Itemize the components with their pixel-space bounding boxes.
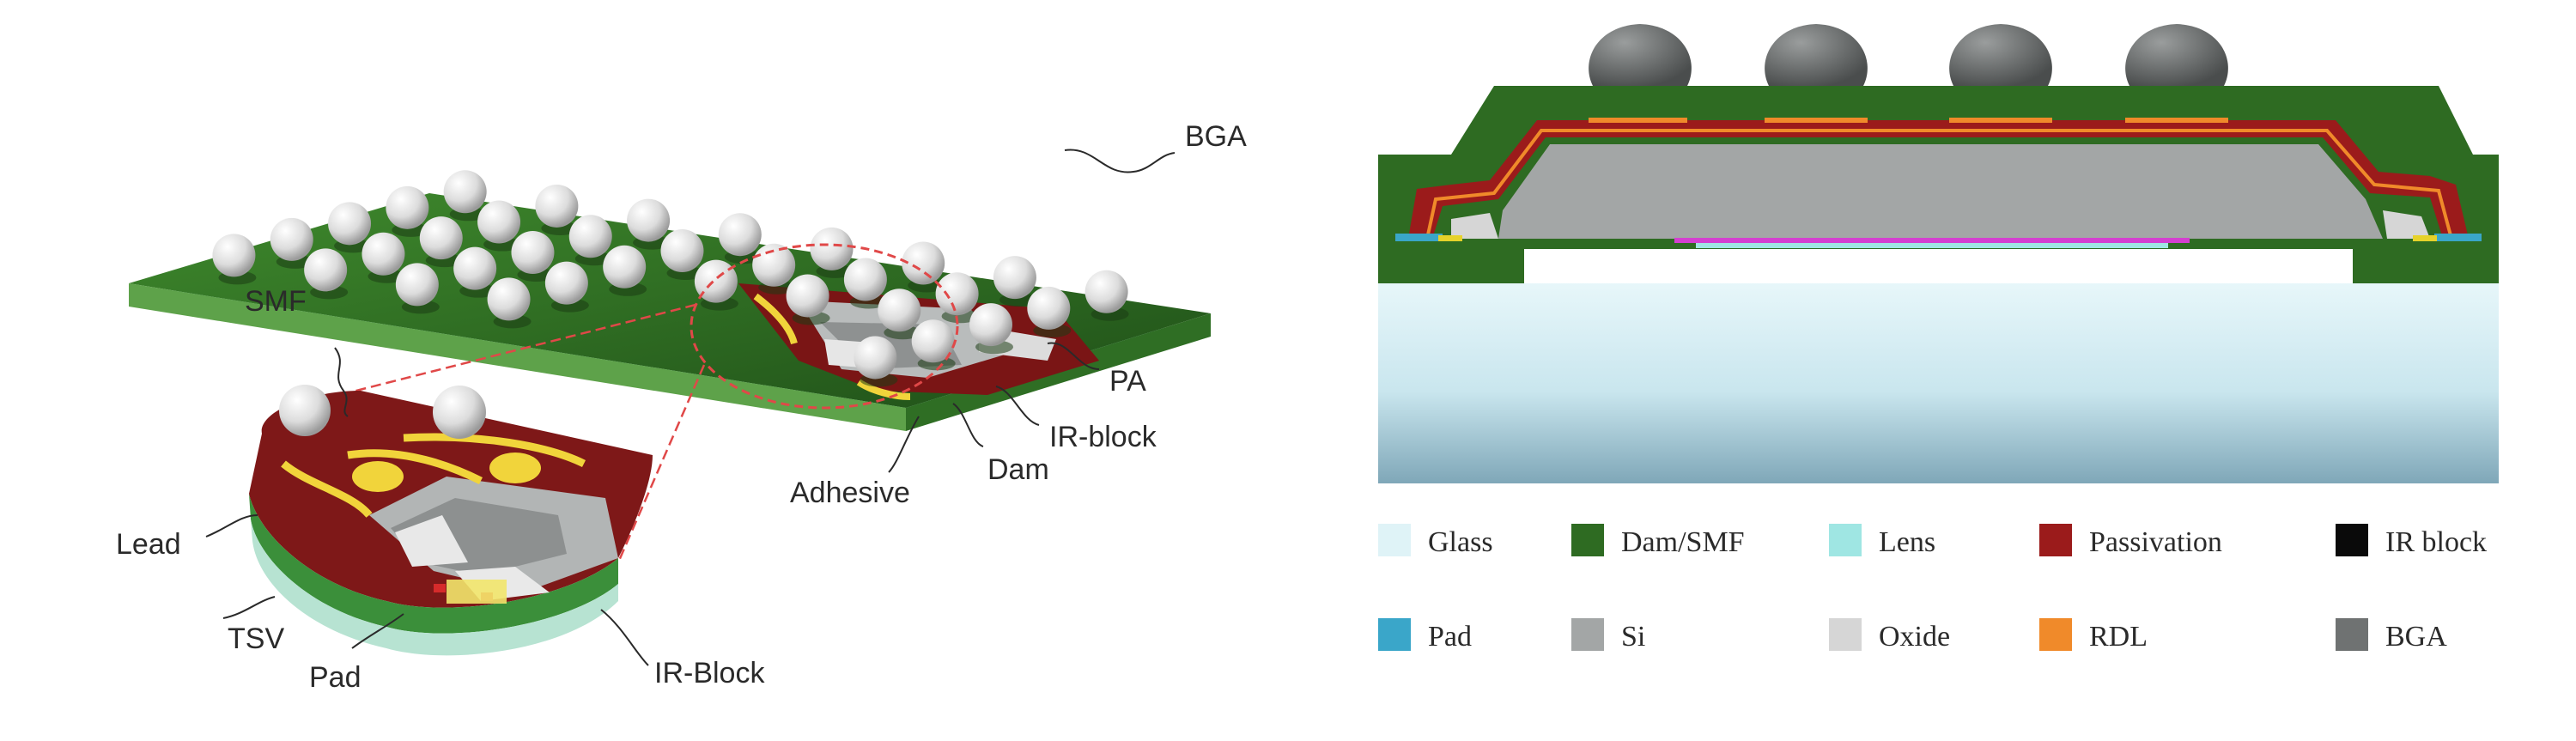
bga-ball (568, 215, 612, 258)
bga-ball (453, 246, 497, 290)
bga-ball (1084, 270, 1128, 313)
bga-ball (212, 234, 256, 277)
label-bga: BGA (1185, 120, 1247, 153)
label-ir-block: IR-block (1049, 421, 1157, 453)
zoom-circle (690, 243, 959, 410)
bga-cross-section (1589, 24, 2228, 86)
legend-swatch (1571, 618, 1604, 651)
bga-ball (993, 256, 1036, 300)
legend-label: Pad (1428, 621, 1472, 653)
legend-label: Oxide (1879, 621, 1950, 653)
label-pa: PA (1109, 365, 1146, 398)
bga-ball (487, 277, 531, 321)
bga-ball (935, 272, 979, 316)
left-3d-package (129, 170, 1211, 656)
cavity (1524, 245, 2353, 283)
dam-left (1378, 245, 1524, 283)
bga-ball (511, 230, 555, 274)
pad-yellow-right (2413, 235, 2437, 241)
bga-ball (270, 217, 313, 261)
pad-yellow-left (1438, 235, 1462, 241)
right-cross-section (1378, 24, 2499, 483)
bga-ball (878, 289, 921, 332)
bga-ball (361, 232, 405, 276)
bga-ball (843, 258, 887, 301)
bga-ball (902, 241, 945, 285)
pad-right (2434, 234, 2482, 241)
bga-ball (443, 170, 487, 214)
bga-ball (752, 243, 796, 287)
label-ir-block-zoom: IR-Block (654, 657, 765, 689)
left-labels: BGA SMF PA IR-block Dam Adhesive Lead TS… (116, 120, 1247, 694)
legend-swatch (1378, 524, 1411, 556)
legend-label: Glass (1428, 526, 1493, 558)
bga-ball (304, 248, 348, 292)
bga-ball (395, 263, 439, 307)
bga-ball (603, 245, 647, 289)
legend-label: IR block (2385, 526, 2487, 558)
bga-ball (786, 274, 829, 318)
bga-ball (854, 336, 897, 380)
oxide-layer-right (2383, 210, 2430, 239)
legend-swatch (1571, 524, 1604, 556)
rdl-top-bars (1589, 118, 2228, 123)
bga-ball (535, 184, 579, 228)
legend-label: Lens (1879, 526, 1935, 558)
magenta-layer (1674, 238, 2190, 243)
legend-label: Si (1621, 621, 1645, 653)
bga-ball (1027, 286, 1071, 330)
legend-swatch (2336, 524, 2368, 556)
lens-layer (1696, 243, 2168, 248)
legend-swatch (1829, 618, 1862, 651)
legend-label: Dam/SMF (1621, 526, 1745, 558)
bga-ball (328, 202, 372, 246)
bga-ball-array (212, 170, 1129, 387)
bga-ball (810, 227, 854, 270)
bga-ball (419, 216, 463, 260)
glass-layer (1378, 279, 2499, 483)
si-die (1498, 144, 2383, 239)
label-lead: Lead (116, 528, 181, 561)
legend-swatch (2039, 524, 2072, 556)
bga-ball (386, 185, 429, 229)
legend-swatch (2039, 618, 2072, 651)
legend-swatch (1378, 618, 1411, 651)
zoom-detail (249, 385, 653, 656)
label-adhesive: Adhesive (790, 477, 910, 509)
label-dam: Dam (987, 453, 1049, 486)
legend-label: Passivation (2089, 526, 2222, 558)
legend-label: RDL (2089, 621, 2148, 653)
dam-right (2353, 245, 2499, 283)
bga-ball (477, 200, 521, 244)
bga-ball (694, 259, 738, 303)
package-front-edge (129, 283, 906, 431)
legend-label: BGA (2385, 621, 2447, 653)
bga-ball (660, 229, 704, 273)
bga-ball (911, 319, 955, 363)
label-tsv: TSV (228, 623, 284, 655)
bga-ball (544, 261, 588, 305)
pad-left (1395, 234, 1443, 241)
legend-swatch (2336, 618, 2368, 651)
bga-ball (627, 198, 671, 242)
left-callout-lines (205, 149, 1176, 666)
bga-ball (969, 303, 1013, 347)
bga-ball (718, 213, 762, 257)
zoom-line-bottom (617, 364, 706, 563)
label-pad: Pad (309, 661, 361, 694)
rdl-layer (1425, 129, 2453, 240)
label-smf: SMF (245, 285, 307, 318)
oxide-layer (1451, 213, 1498, 239)
legend-swatch (1829, 524, 1862, 556)
